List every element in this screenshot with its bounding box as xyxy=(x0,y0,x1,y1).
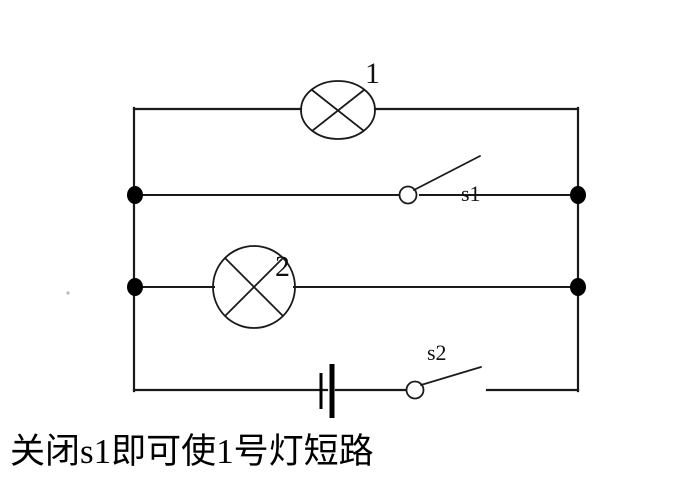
switch-s1-pivot[interactable] xyxy=(398,185,418,205)
node-left-upper xyxy=(127,186,143,204)
switch-s2-pivot[interactable] xyxy=(405,380,425,400)
caption-text: 关闭s1即可使1号灯短路 xyxy=(10,432,374,471)
lamp-2-cross-b xyxy=(224,257,284,317)
node-left-lower xyxy=(127,278,143,296)
switch-s1[interactable] xyxy=(398,155,481,205)
node-right-lower xyxy=(570,278,586,296)
lamp-1-envelope xyxy=(300,80,376,140)
switch-s1-blade[interactable] xyxy=(413,155,481,191)
switch-s2[interactable] xyxy=(405,366,482,400)
lamp-2-label: 2 xyxy=(275,250,290,283)
lamp-2 xyxy=(212,245,296,329)
battery-cell xyxy=(319,364,335,418)
switch-s2-label: s2 xyxy=(427,340,447,365)
scan-artifact-speck xyxy=(66,291,70,295)
frame-wires xyxy=(132,106,580,393)
lamp-1-label: 1 xyxy=(365,57,380,90)
switch-s1-label: s1 xyxy=(461,181,481,206)
node-right-upper xyxy=(570,186,586,204)
lamp-2-envelope xyxy=(212,245,296,329)
lamp-1-cross-b xyxy=(311,89,365,132)
lamp-1 xyxy=(300,80,376,140)
junction-nodes xyxy=(127,186,586,296)
switch-s2-blade[interactable] xyxy=(420,366,482,386)
